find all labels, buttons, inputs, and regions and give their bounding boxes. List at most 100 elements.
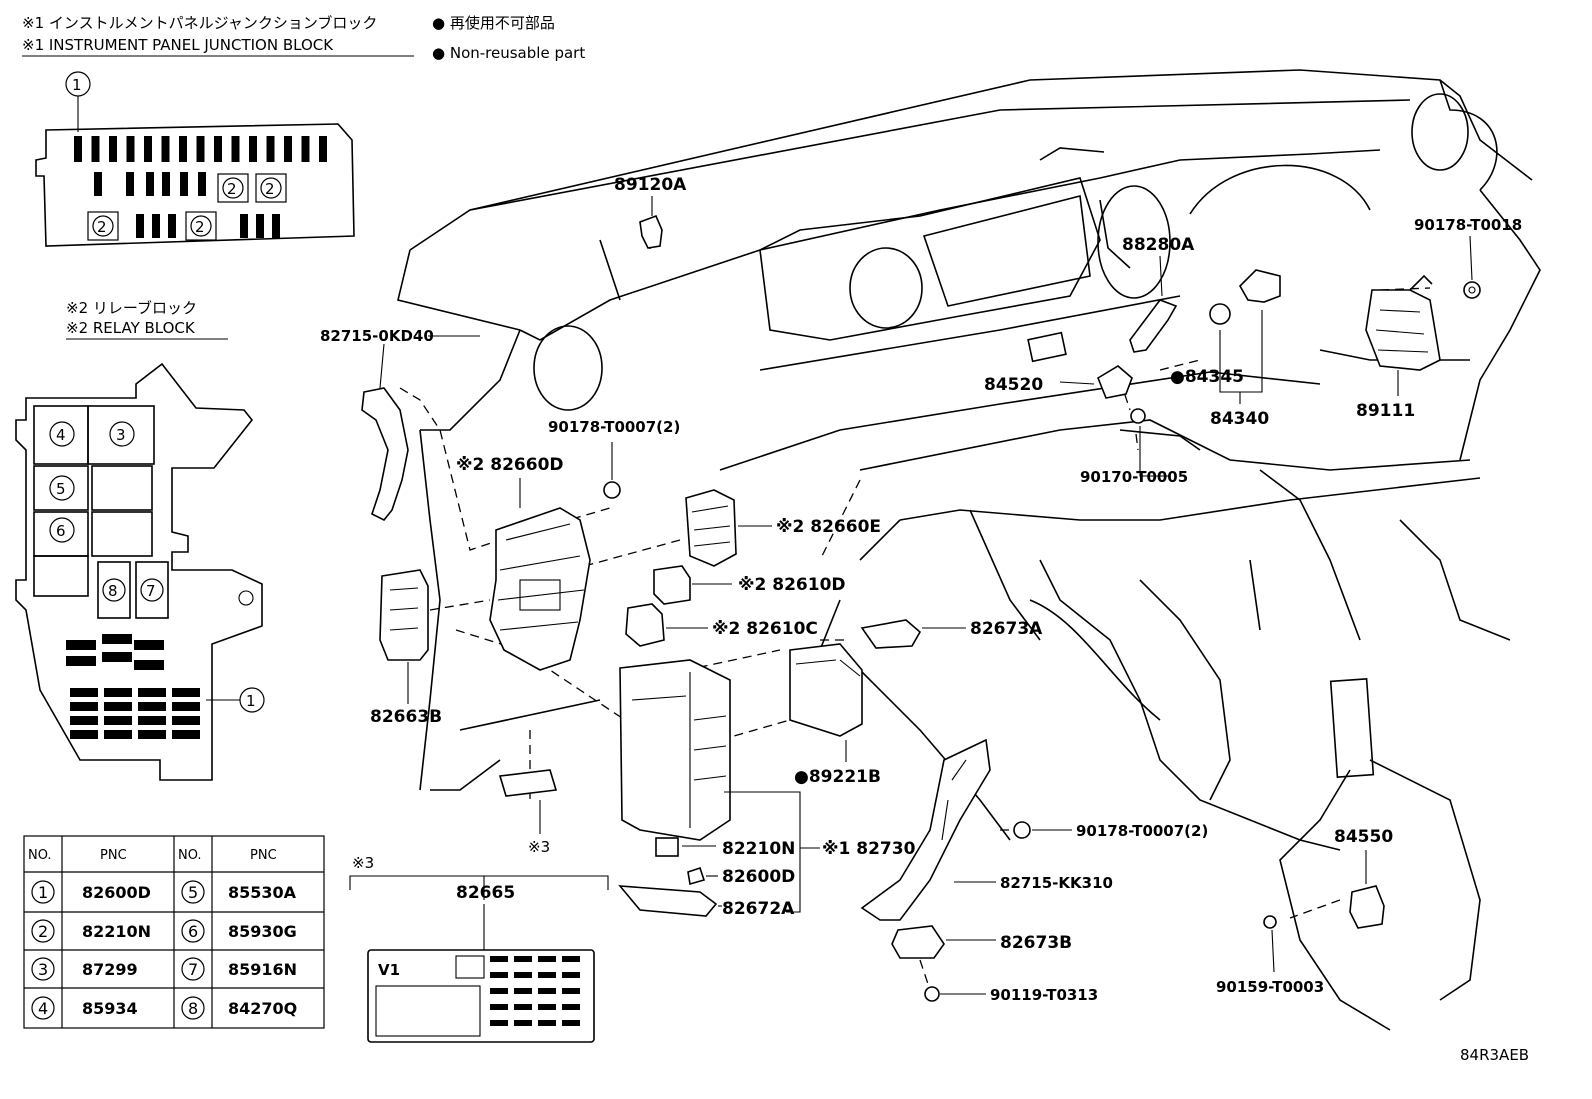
fuse-slot <box>74 136 82 162</box>
relay-callout-1: 1 <box>239 687 265 713</box>
fuse-slot <box>162 172 170 196</box>
relay-fuse <box>172 730 200 739</box>
legend-non-reusable-en: ● Non-reusable part <box>432 44 585 62</box>
part-82210N-fuse <box>655 837 716 857</box>
label-mark <box>562 1004 580 1010</box>
svg-text:2: 2 <box>227 180 237 198</box>
svg-text:85930G: 85930G <box>228 922 297 941</box>
svg-text:7: 7 <box>146 582 156 600</box>
label-mark <box>514 1004 532 1010</box>
part-number-labels: 89120A 88280A 90178-T0018 82715-0KD40 84… <box>320 175 1529 1064</box>
relay-fuse <box>102 634 132 644</box>
fuse-slot <box>284 136 292 162</box>
svg-text:82600D: 82600D <box>82 883 151 902</box>
label-82660E: ※2 82660E <box>776 517 881 537</box>
part-label-sticker <box>498 769 558 834</box>
svg-text:3: 3 <box>38 960 48 979</box>
fuse-slot <box>180 172 188 196</box>
label-mark <box>514 1020 532 1026</box>
legend-non-reusable-jp: ● 再使用不可部品 <box>432 14 555 32</box>
relay-fuse <box>138 702 166 711</box>
relay-fuse <box>104 702 132 711</box>
svg-text:8: 8 <box>188 999 198 1018</box>
part-84550-switch <box>1349 850 1385 929</box>
label-ref-mark: ※3 <box>352 854 374 872</box>
part-82673A-bracket <box>860 619 966 649</box>
relay-fuse <box>172 702 200 711</box>
svg-text:3: 3 <box>116 426 126 444</box>
part-82610D-relay <box>653 565 732 605</box>
relay-block-mount-hole <box>238 590 254 606</box>
part-90178T0007-nut-a <box>603 442 621 499</box>
label-82673B: 82673B <box>1000 933 1072 953</box>
label-82663B: 82663B <box>370 707 442 727</box>
part-89111-module <box>1365 274 1441 396</box>
svg-text:4: 4 <box>38 999 48 1018</box>
table-header-no-2: NO. <box>178 848 202 863</box>
svg-text:85916N: 85916N <box>228 960 297 979</box>
label-mark <box>562 972 580 978</box>
fuse-slot <box>198 172 206 196</box>
relay-fuse <box>104 716 132 725</box>
label-90159-T0003: 90159-T0003 <box>1216 978 1324 996</box>
label-90178-T0007-a: 90178-T0007(2) <box>548 418 680 436</box>
label-mark <box>538 1004 556 1010</box>
svg-text:8: 8 <box>108 582 118 600</box>
label-82610C: ※2 82610C <box>712 619 818 639</box>
legend: ※1 インストルメントパネルジャンクションブロック ※1 INSTRUMENT … <box>22 14 585 62</box>
label-mark <box>490 956 508 962</box>
label-84345: ●84345 <box>1170 367 1244 387</box>
label-82673A: 82673A <box>970 619 1043 639</box>
label-mark <box>514 972 532 978</box>
relay-fuse <box>70 730 98 739</box>
relay-fuse <box>172 688 200 697</box>
svg-text:6: 6 <box>56 522 66 540</box>
relay-callout-5: 5 <box>49 475 75 501</box>
fuse-slot <box>109 136 117 162</box>
relay-block-outline <box>15 362 263 781</box>
relay-fuse <box>102 652 132 662</box>
relay-fuse <box>138 730 166 739</box>
pnc-table: NO. PNC NO. PNC 1 82600D 5 85530A 2 8221… <box>23 835 325 1029</box>
label-82715-0KD40: 82715-0KD40 <box>320 327 434 345</box>
label-90119-T0313: 90119-T0313 <box>990 986 1098 1004</box>
relay-fuse <box>138 716 166 725</box>
fuse-slot <box>126 136 135 162</box>
label-sheet-marks <box>490 956 580 1026</box>
part-84340-assembly <box>1209 269 1281 404</box>
relay-callout-4: 4 <box>49 421 75 447</box>
label-89221B: ●89221B <box>794 767 881 787</box>
svg-text:2: 2 <box>195 218 205 236</box>
label-90170-T0005: 90170-T0005 <box>1080 468 1188 486</box>
label-mark <box>490 972 508 978</box>
svg-text:82210N: 82210N <box>82 922 151 941</box>
table-row: 3 87299 7 85916N <box>31 957 297 981</box>
label-mark <box>490 1020 508 1026</box>
part-89120A-clip <box>639 196 663 249</box>
label-89120A: 89120A <box>614 175 687 195</box>
fuse-slot <box>319 136 327 162</box>
fuse-slot <box>249 136 257 162</box>
label-82672A: 82672A <box>722 899 795 919</box>
label-v1: V1 <box>378 961 400 979</box>
junction-block-callout-2d: 2 <box>185 211 217 241</box>
svg-text:1: 1 <box>38 883 48 902</box>
svg-text:2: 2 <box>97 218 107 236</box>
part-827150KD40-bracket <box>361 335 480 522</box>
part-90119T0313-screw <box>924 986 986 1002</box>
label-82660D: ※2 82660D <box>456 455 564 475</box>
svg-text:1: 1 <box>246 692 256 710</box>
fuse-slot <box>94 172 102 196</box>
svg-text:4: 4 <box>56 426 66 444</box>
label-82665-detail: ※3 82665 V1 <box>349 854 609 1043</box>
relay-fuse <box>70 688 98 697</box>
fuse-slot <box>152 214 160 238</box>
part-82660D-relay-block <box>489 478 591 671</box>
relay-fuse <box>104 730 132 739</box>
label-84520: 84520 <box>984 375 1043 395</box>
fuse-slot <box>231 136 240 162</box>
relay-fuse <box>70 716 98 725</box>
legend-junction-block-jp: ※1 インストルメントパネルジャンクションブロック <box>22 14 377 32</box>
part-82663B-cover <box>379 569 429 704</box>
